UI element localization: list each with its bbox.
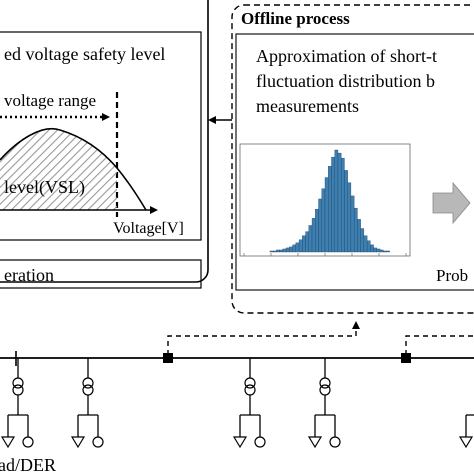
transformer-icon: [12, 377, 24, 389]
histogram-bar: [318, 198, 322, 253]
load-icon: [307, 436, 323, 449]
transformer-icon: [319, 384, 331, 396]
histogram-bar: [357, 219, 361, 253]
offline-title-bg: [238, 7, 386, 29]
histogram-bar: [289, 246, 293, 253]
transformer-icon: [82, 377, 94, 389]
histogram-bar: [305, 231, 309, 253]
der-icon: [254, 436, 266, 448]
histogram-bar: [269, 250, 274, 253]
load-icon: [232, 436, 248, 449]
histogram-bar: [386, 250, 390, 253]
histogram-bar: [272, 250, 277, 253]
histogram-bar: [360, 228, 365, 253]
voltage-range-label: voltage range: [4, 91, 96, 110]
vsl-box: [0, 31, 202, 241]
approximation-line-2: fluctuation distribution b: [256, 71, 435, 91]
offline-panel-frame: [231, 4, 474, 314]
feeder: [0, 351, 474, 366]
measurement-link-1: [167, 321, 360, 355]
voltage-axis-label: Voltage[V]: [113, 220, 184, 237]
offline-title: Offline process: [241, 9, 350, 28]
histogram-bar: [341, 157, 345, 253]
histogram-bar: [379, 249, 384, 253]
histogram-bar: [363, 235, 368, 253]
histogram-bar: [292, 244, 297, 253]
histogram-bar: [298, 239, 303, 253]
load-icon: [458, 436, 474, 449]
histogram-bar: [311, 218, 316, 253]
histogram-bar: [347, 182, 352, 253]
histogram-bar: [302, 235, 306, 253]
measurement-link-2: [405, 335, 474, 355]
measurement-node-1: [163, 353, 173, 363]
operation-box: [0, 259, 202, 289]
histogram-bar: [324, 177, 329, 253]
histogram-bar: [279, 249, 284, 253]
curve-label: level(VSL): [4, 177, 85, 198]
transformer-icon: [82, 384, 94, 396]
histogram-bars: [269, 149, 390, 253]
histogram-bar: [334, 149, 339, 253]
der-icon: [22, 436, 34, 448]
histogram-bar: [344, 170, 348, 253]
probability-label: Prob: [436, 266, 468, 285]
load-der-label: ad/DER: [0, 455, 56, 474]
histogram-plot: [239, 143, 411, 257]
histogram-bar: [383, 250, 387, 253]
gray-process-arrow: [432, 181, 471, 225]
left-panel: ed voltage safety level voltage range le…: [0, 0, 209, 289]
histogram-bar: [366, 240, 371, 253]
histogram-bar: [373, 247, 378, 253]
histogram-bar: [295, 242, 300, 253]
load-der-tap: [307, 358, 341, 449]
histogram-bar: [337, 152, 342, 253]
histogram-bar: [315, 208, 319, 253]
approximation-box: [235, 33, 474, 291]
vsl-curve: [0, 127, 147, 211]
left-panel-frame: [0, 0, 209, 283]
histogram-bar: [321, 188, 326, 253]
measurement-node-2: [401, 353, 411, 363]
histogram-bar: [308, 225, 313, 253]
histogram-bar: [282, 248, 287, 253]
load-der-tap: [458, 414, 474, 449]
der-icon: [92, 436, 104, 448]
approximation-line-3: measurements: [256, 96, 359, 116]
load-taps: [0, 358, 474, 449]
histogram-bar: [353, 207, 358, 253]
offline-panel: Offline process Approximation of short-t…: [231, 4, 474, 314]
transformer-icon: [244, 377, 256, 389]
load-icon: [70, 436, 86, 449]
histogram-bar: [370, 244, 374, 253]
histogram-bar: [331, 156, 335, 253]
histogram-ticks: [243, 253, 407, 256]
histogram-bar: [285, 247, 290, 253]
operation-label: eration: [4, 265, 54, 285]
transformer-icon: [12, 384, 24, 396]
load-der-tap: [70, 358, 104, 449]
transformer-icon: [319, 377, 331, 389]
histogram-bar: [328, 166, 332, 253]
approximation-line-1: Approximation of short-t: [256, 46, 437, 66]
histogram-bar: [276, 249, 280, 253]
vsl-heading: ed voltage safety level: [4, 44, 165, 64]
der-icon: [329, 436, 341, 448]
histogram-bar: [350, 195, 355, 253]
load-icon: [0, 436, 16, 449]
vsl-hatched-area: [0, 128, 117, 210]
load-der-tap: [232, 358, 266, 449]
load-der-tap: [0, 358, 34, 449]
transformer-icon: [244, 384, 256, 396]
histogram-bar: [376, 248, 381, 253]
